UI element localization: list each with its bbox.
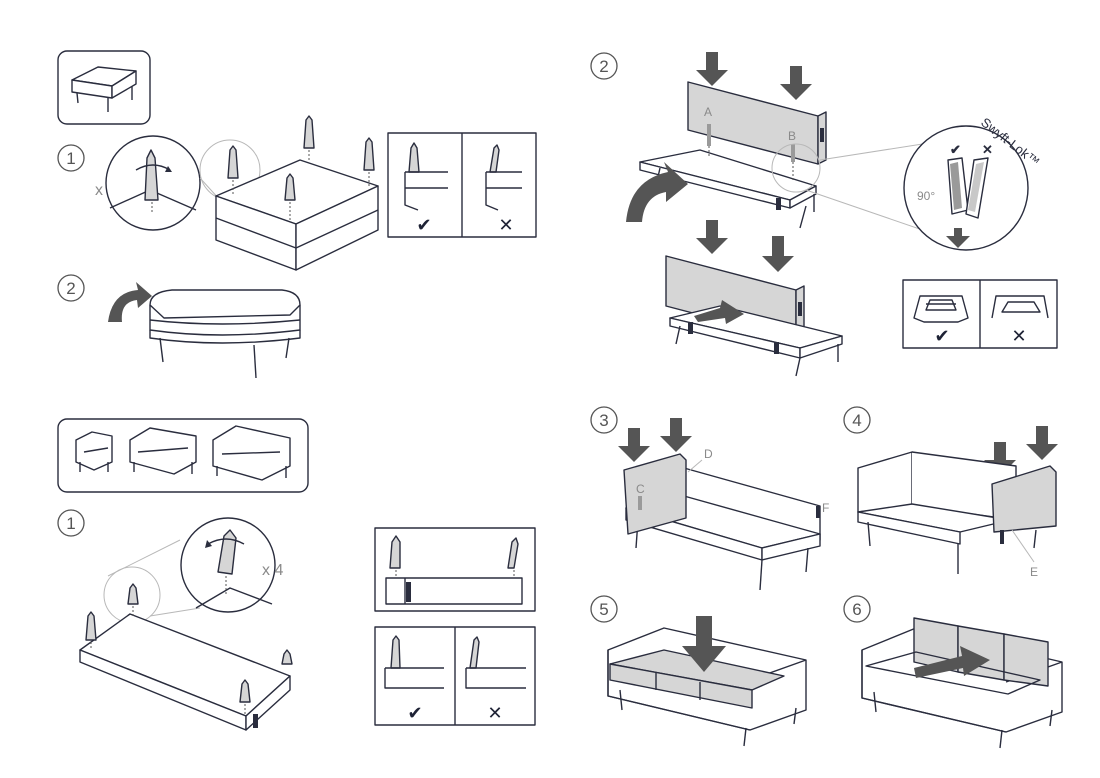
sofa-incorrect-mark: ✕ xyxy=(487,703,502,724)
sofa-leg-alignment-box: ✔ ✕ xyxy=(374,626,536,726)
sofa-leg-detail-magnifier xyxy=(180,517,276,613)
arms-step-6-text: 6 xyxy=(852,600,861,619)
ottoman-step-1-text: 1 xyxy=(66,149,75,168)
sofa-correct-mark: ✔ xyxy=(407,703,422,724)
arms-step-6-number: 6 xyxy=(843,595,871,623)
lock-correct-mark: ✔ xyxy=(950,142,961,157)
sofa-with-left-arm: C D F xyxy=(623,447,829,591)
arms-step-4-text: 4 xyxy=(852,411,861,430)
sofa-leg-fitting-box xyxy=(374,527,536,612)
press-down-arrow-icon xyxy=(696,52,728,86)
press-down-arrow-icon-6 xyxy=(660,418,692,452)
rotate-arrow-icon xyxy=(626,162,688,222)
sofa-step-1-number: 1 xyxy=(57,509,85,537)
arm-label-e: E xyxy=(1030,565,1038,579)
press-down-arrow-icon-4 xyxy=(762,236,794,272)
press-down-arrow-icon-5 xyxy=(618,428,650,462)
arms-step-3-number: 3 xyxy=(590,406,618,434)
arms-step-4-number: 4 xyxy=(843,406,871,434)
ottoman-assembled xyxy=(149,289,301,379)
angle-label: 90° xyxy=(917,189,935,203)
ottoman-leg-alignment-box: ✔ ✕ xyxy=(387,132,537,238)
ottoman-leg-detail-magnifier xyxy=(105,135,201,231)
arm-label-d: D xyxy=(704,447,713,461)
press-down-arrow-icon-9 xyxy=(682,616,726,672)
seat-base-top-view xyxy=(639,146,817,229)
ottoman-step-2-number: 2 xyxy=(57,274,85,302)
press-down-arrow-icon-2 xyxy=(780,66,812,100)
ottoman-product-box xyxy=(57,50,151,125)
arm-label-c: C xyxy=(636,482,645,496)
lock-correct-mark-2: ✔ xyxy=(934,326,949,347)
ottoman-base-upside-down xyxy=(215,115,379,271)
ottoman-step-2-text: 2 xyxy=(66,279,75,298)
swyft-lok-detail-magnifier: ✔ ✕ 90° xyxy=(903,125,1029,251)
push-back-arrow-icon xyxy=(914,646,990,678)
ottoman-correct-mark: ✔ xyxy=(416,215,431,236)
lock-focus-circle xyxy=(771,143,821,193)
lock-alignment-box: ✔ ✕ xyxy=(902,279,1058,349)
sofa-step-1-text: 1 xyxy=(66,514,75,533)
sofa-back-cushions xyxy=(861,617,1063,749)
lock-incorrect-mark-2: ✕ xyxy=(1011,326,1026,347)
sofa-seat-cushions xyxy=(607,627,807,747)
arms-step-5-number: 5 xyxy=(590,595,618,623)
backrest-step-2-number: 2 xyxy=(590,52,618,80)
arms-step-5-text: 5 xyxy=(599,600,608,619)
slide-arrow-icon xyxy=(694,300,744,324)
backrest-side-view xyxy=(665,255,843,377)
sofa-with-right-arm: E xyxy=(857,451,1057,579)
flip-arrow-icon xyxy=(108,282,152,322)
arm-label-f: F xyxy=(822,501,829,515)
backrest-step-2-text: 2 xyxy=(599,57,608,76)
sofa-base-upside-down xyxy=(79,583,293,731)
arms-step-3-text: 3 xyxy=(599,411,608,430)
lock-incorrect-mark: ✕ xyxy=(982,142,993,157)
ottoman-step-1-number: 1 xyxy=(57,144,85,172)
press-down-arrow-icon-3 xyxy=(696,220,728,254)
ottoman-incorrect-mark: ✕ xyxy=(498,215,513,236)
backrest-label-a: A xyxy=(704,105,712,119)
press-down-arrow-icon-8 xyxy=(1026,426,1058,460)
sofa-leg-count-label: x 4 xyxy=(262,562,283,579)
sofa-product-box xyxy=(57,418,309,493)
backrest-top-view: A B xyxy=(687,81,827,165)
backrest-label-b: B xyxy=(788,129,796,143)
